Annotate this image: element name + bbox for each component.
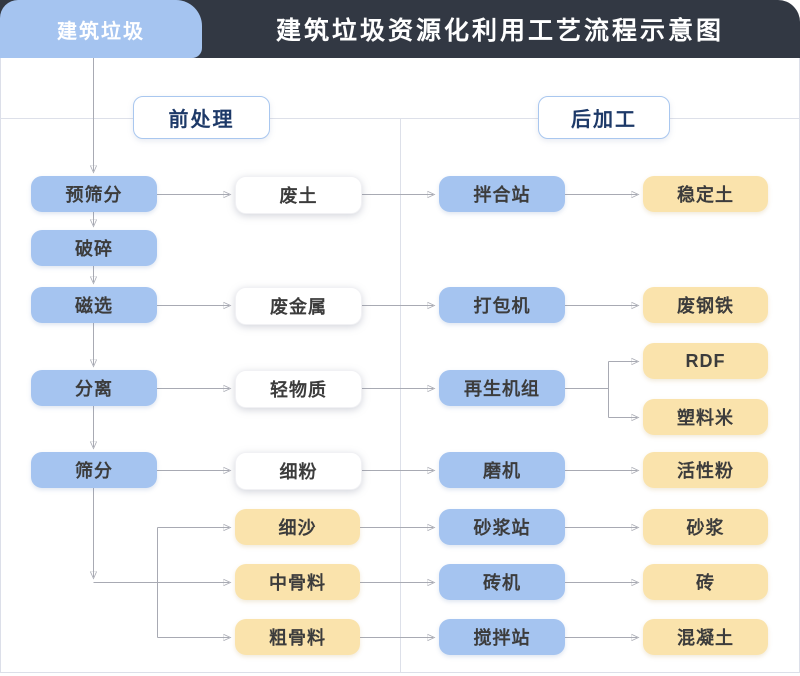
node-brick-machine: 砖机 [439, 564, 565, 600]
node-fine-sand: 细沙 [235, 509, 360, 545]
node-coarse-aggregate: 粗骨料 [235, 619, 360, 655]
node-stirring-station: 搅拌站 [439, 619, 565, 655]
section-label-pre-processing: 前处理 [133, 96, 270, 139]
node-baler: 打包机 [439, 287, 565, 323]
node-mortar: 砂浆 [643, 509, 768, 545]
node-pre-screening: 预筛分 [31, 176, 157, 212]
node-concrete: 混凝土 [643, 619, 768, 655]
node-crushing: 破碎 [31, 230, 157, 266]
node-stabilized-soil: 稳定土 [643, 176, 768, 212]
node-mortar-station: 砂浆站 [439, 509, 565, 545]
node-medium-aggregate: 中骨料 [235, 564, 360, 600]
node-plastic-pellets: 塑料米 [643, 399, 768, 435]
section-divider-vertical [400, 118, 401, 672]
node-separation: 分离 [31, 370, 157, 406]
section-label-post-processing: 后加工 [538, 96, 670, 139]
node-recycling-unit: 再生机组 [439, 370, 565, 406]
node-rdf: RDF [643, 343, 768, 379]
node-mixing-plant: 拌合站 [439, 176, 565, 212]
node-fine-powder: 细粉 [235, 452, 362, 490]
node-brick: 砖 [643, 564, 768, 600]
node-mill: 磨机 [439, 452, 565, 488]
node-scrap-steel: 废钢铁 [643, 287, 768, 323]
node-light-material: 轻物质 [235, 370, 362, 408]
node-waste-soil: 废土 [235, 176, 362, 214]
source-tab: 建筑垃圾 [0, 0, 202, 58]
node-active-powder: 活性粉 [643, 452, 768, 488]
node-screening: 筛分 [31, 452, 157, 488]
page-title: 建筑垃圾资源化利用工艺流程示意图 [275, 17, 724, 45]
node-magnetic-separation: 磁选 [31, 287, 157, 323]
node-waste-metal: 废金属 [235, 287, 362, 325]
